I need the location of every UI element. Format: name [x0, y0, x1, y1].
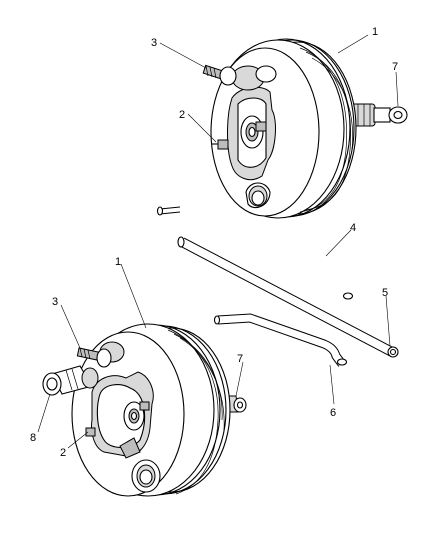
callout-bottom-stud: 3 [52, 296, 58, 308]
callout-top-booster: 1 [372, 26, 378, 38]
callout-labels: 3 2 1 7 4 5 6 1 3 7 8 2 [30, 26, 398, 459]
callout-top-nut: 2 [179, 109, 185, 121]
callout-hose-b: 5 [382, 287, 388, 299]
callout-bottom-booster: 1 [115, 256, 121, 268]
bottom-mounting-nut-2 [85, 401, 150, 437]
vacuum-hose-6 [213, 313, 348, 367]
top-brake-booster [202, 38, 408, 219]
callout-top-stud: 3 [151, 37, 157, 49]
callout-bottom-clevis: 7 [237, 353, 243, 365]
vacuum-hose-5 [177, 236, 399, 358]
top-stud-3 [202, 64, 237, 86]
callout-bottom-fitting: 8 [30, 432, 36, 444]
callout-hose-a: 4 [350, 222, 356, 234]
top-booster-face [210, 47, 320, 217]
callout-bottom-nut: 2 [60, 447, 66, 459]
bottom-brake-booster [42, 323, 247, 497]
leader-lines [37, 34, 399, 449]
vacuum-hose-4 [156, 201, 354, 300]
top-mounting-nut-2 [212, 121, 267, 150]
callout-top-clevis: 7 [392, 61, 398, 73]
bottom-fitting-8 [42, 365, 99, 396]
bottom-booster-face [71, 331, 185, 497]
callout-hose-c: 6 [330, 407, 336, 419]
bottom-stud-3 [76, 347, 112, 368]
